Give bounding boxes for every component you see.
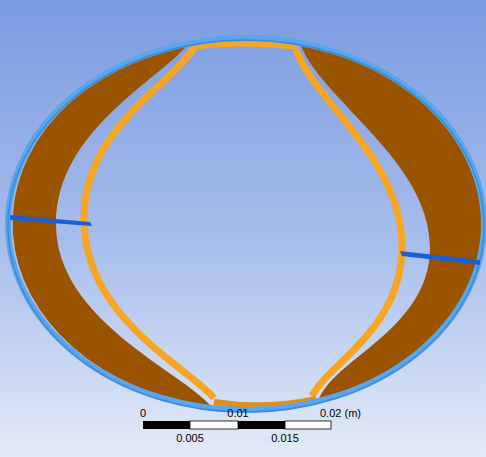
scale-segment (285, 421, 331, 429)
scale-label: 0.01 (227, 407, 248, 419)
scale-bar (143, 421, 331, 429)
right-inner-face (296, 50, 402, 396)
scale-label: 0.005 (176, 432, 204, 444)
left-divider (10, 215, 92, 226)
left-crescent (13, 44, 212, 407)
left-inner-face (84, 48, 214, 398)
outer-ring-edge (8, 40, 484, 412)
scale-segment (143, 421, 190, 429)
right-divider (400, 251, 480, 265)
scale-segment (238, 421, 285, 429)
scale-segment (190, 421, 238, 429)
scale-label: 0.015 (271, 432, 299, 444)
scale-label: 0.02 (m) (320, 407, 361, 419)
top-inner-face (190, 44, 298, 48)
scale-label: 0 (140, 407, 146, 419)
